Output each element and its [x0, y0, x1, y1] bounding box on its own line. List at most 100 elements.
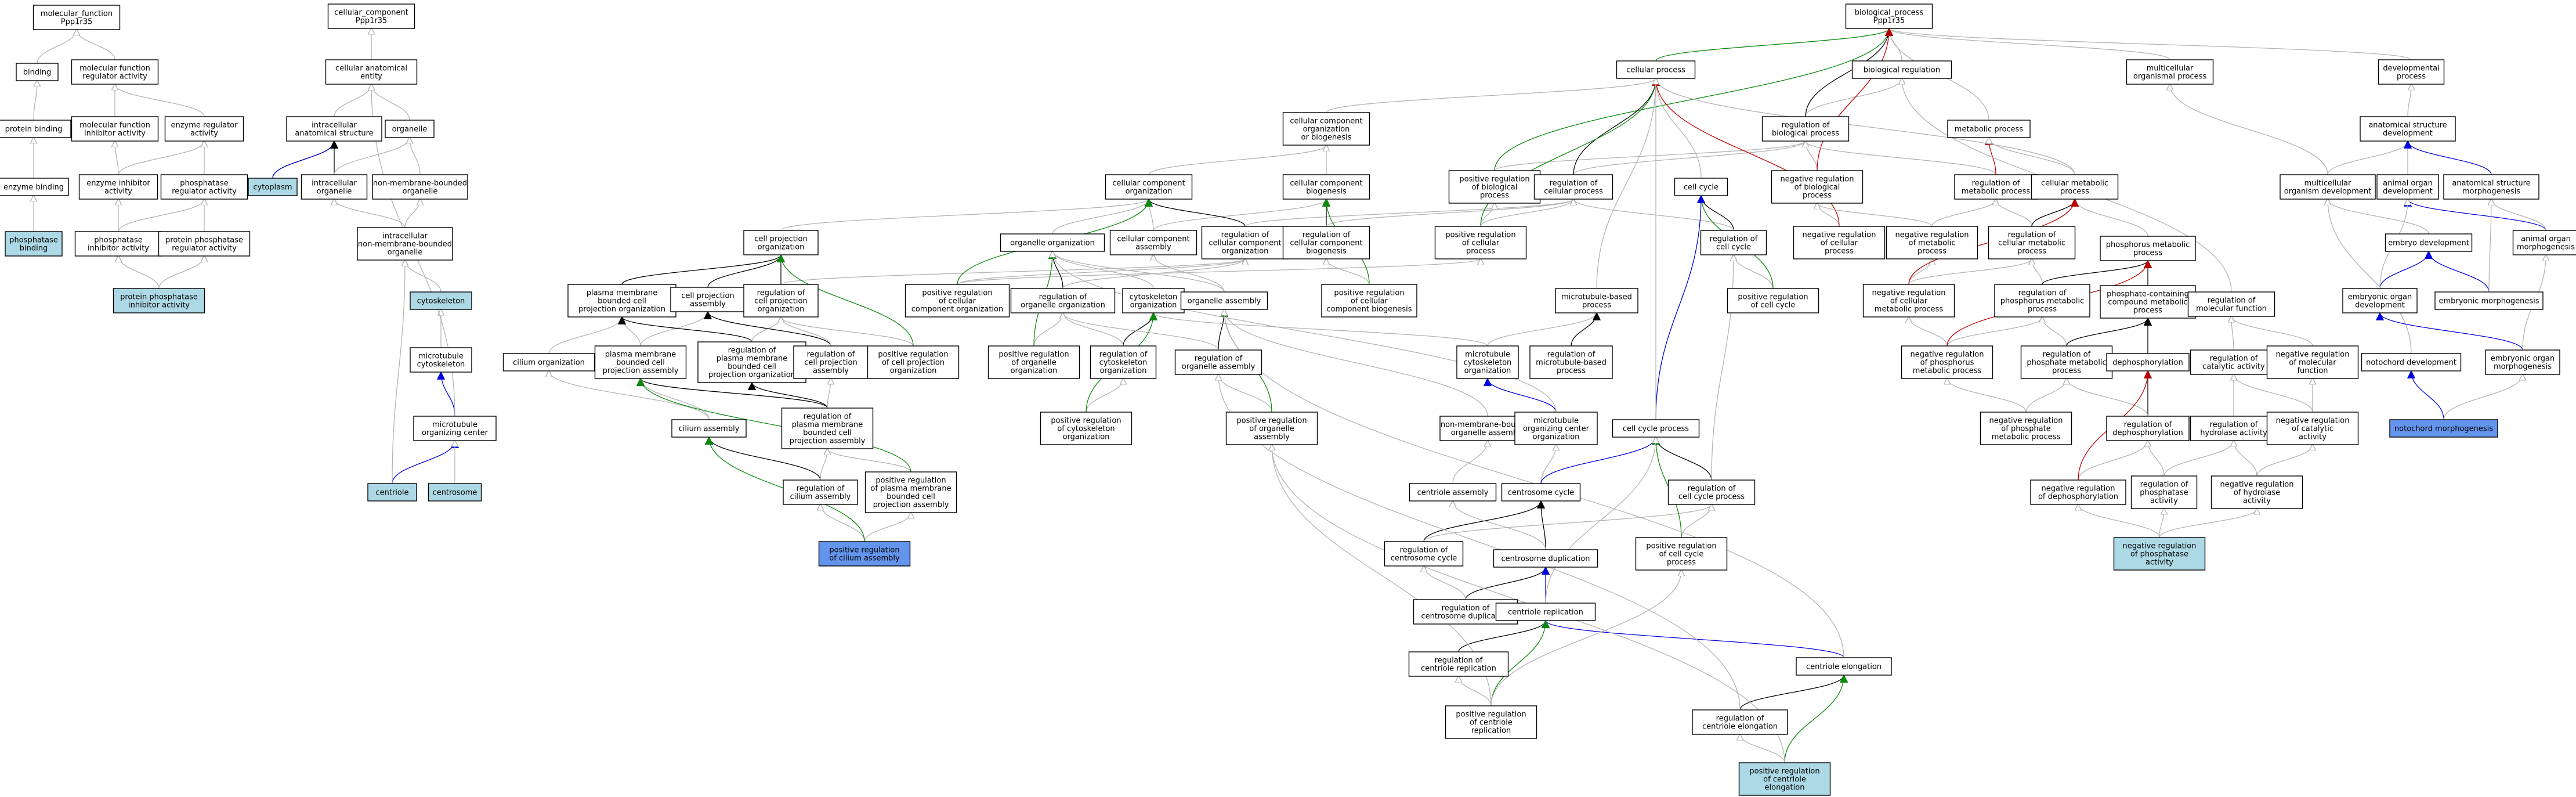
node-label-line: process: [2060, 187, 2089, 196]
go-term-node: binding: [16, 63, 59, 81]
relation-edge: [549, 371, 710, 420]
node-label-line: activity: [2299, 433, 2327, 442]
relation-edge: [2066, 317, 2152, 347]
node-label-line: catalytic activity: [2202, 363, 2265, 372]
node-box: [1862, 284, 1955, 318]
relation-edge: [371, 84, 410, 121]
node-box: [1616, 60, 1696, 79]
node-label-line: of cell cycle: [1751, 301, 1796, 310]
relation-edge: [1739, 674, 1848, 711]
node-label-line: plasma membrane: [587, 289, 658, 298]
node-label-line: cellular component: [1209, 239, 1281, 248]
node-label-line: plasma membrane: [605, 351, 676, 359]
node-label-line: plasma membrane: [717, 355, 788, 363]
relation-edge: [2234, 441, 2257, 477]
go-term-node: cilium organization: [502, 353, 595, 372]
relation-edge: [334, 138, 410, 175]
node-label-line: organelle assembly: [1451, 429, 1525, 438]
edge-is-a: [2407, 84, 2411, 117]
node-box: [1456, 345, 1519, 379]
node-label-line: binding: [23, 68, 51, 77]
edge-is-a: [371, 84, 410, 121]
node-label-line: process: [2052, 367, 2081, 376]
node-box: [1901, 345, 1993, 379]
node-label-line: organization: [1100, 367, 1147, 376]
edge-is-a: [1487, 313, 1597, 347]
node-label-line: centrosome cycle: [1391, 554, 1457, 563]
edge-is-a: [1540, 445, 1556, 484]
node-label-line: centriole replication: [1508, 608, 1583, 617]
node-label-line: of cellular: [1821, 239, 1858, 248]
relation-edge: [1806, 141, 1996, 175]
edge-is-a: [827, 449, 911, 473]
node-label: cytoplasm: [253, 183, 292, 192]
relation-edge: [2148, 441, 2165, 477]
node-label-line: protein binding: [5, 125, 63, 134]
edge-is-a: [2075, 199, 2148, 237]
node-label-line: Ppp1r35: [356, 17, 388, 26]
relation-edge: [636, 377, 911, 473]
node-label-line: microtubule: [418, 352, 464, 361]
edge-is-a: [2078, 504, 2160, 538]
node-label-line: Ppp1r35: [1873, 17, 1905, 26]
node-label-line: negative regulation: [2220, 481, 2293, 489]
relation-edge: [2327, 141, 2408, 175]
edge-part-of: [2066, 317, 2152, 347]
node-label: dephosphorylation: [2112, 359, 2183, 367]
node-box: [2361, 353, 2462, 372]
node-label-line: cytoskeleton: [417, 297, 465, 306]
edge-positive: [1494, 27, 1894, 171]
relation-edge: [1784, 674, 1848, 763]
edge-is-a: [392, 260, 405, 484]
node-box: [1761, 116, 1850, 142]
node-label-line: organization: [1533, 433, 1580, 442]
node-box: [2030, 479, 2126, 505]
edge-part-of: [636, 377, 828, 409]
node-label-line: activity: [104, 187, 132, 196]
relation-edge: [2403, 140, 2492, 175]
node-label-line: cellular component: [1290, 179, 1362, 188]
node-label: organelle organization: [1010, 239, 1095, 248]
node-label: protein binding: [5, 125, 63, 134]
node-label-line: negative regulation: [1910, 351, 1984, 359]
node-label-line: of cellular: [939, 297, 976, 306]
node-label-line: non-membrane-bounded: [373, 179, 467, 188]
node-label-line: cell cycle process: [1678, 493, 1745, 502]
relation-edge: [1326, 78, 1656, 113]
relation-edge: [2231, 316, 2313, 347]
node-box: [2443, 174, 2539, 200]
relation-edge: [1536, 500, 1546, 550]
node-label-line: negative regulation: [1780, 175, 1854, 184]
node-label-line: projection assembly: [790, 437, 866, 446]
edge-is-a: [1817, 203, 1840, 227]
node-box: [2031, 174, 2119, 200]
node-label-line: animal organ: [2383, 179, 2433, 188]
edge-is-a: [2328, 199, 2429, 235]
node-label-line: organelle: [392, 125, 428, 134]
node-label-line: of organelle: [1011, 359, 1056, 367]
node-label-line: cellular metabolic: [2041, 179, 2108, 188]
relation-edge: [1033, 313, 1063, 347]
edge-regulates: [1483, 377, 1557, 413]
edge-is-a: [820, 504, 865, 542]
